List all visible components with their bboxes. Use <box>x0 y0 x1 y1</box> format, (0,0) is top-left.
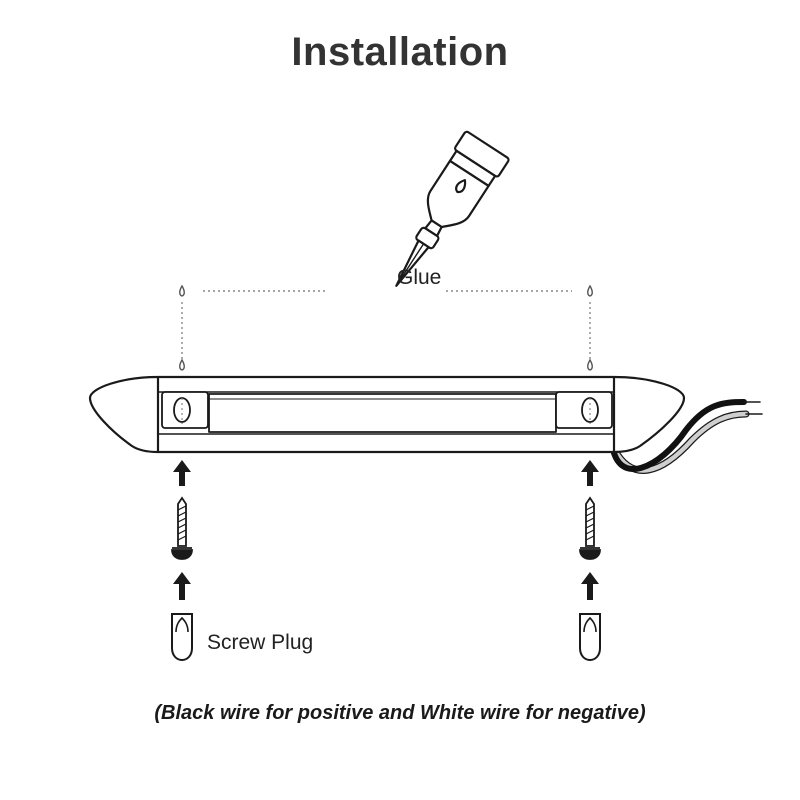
page-title: Installation <box>291 30 509 74</box>
glue-label: Glue <box>397 266 441 289</box>
screw-mount-right <box>555 391 613 429</box>
arrow-up-icon <box>173 572 191 600</box>
screw-icon <box>171 496 193 560</box>
arrow-up-icon <box>581 460 599 486</box>
arrow-up-icon <box>173 460 191 486</box>
wires <box>606 399 763 474</box>
screw-plug-label: Screw Plug <box>207 631 313 654</box>
wire-polarity-note: (Black wire for positive and White wire … <box>154 702 646 724</box>
glue-bottle-icon <box>395 130 510 287</box>
glue-drop-icons <box>179 284 593 371</box>
screw-mount-left <box>161 391 209 429</box>
screw-plug-icon <box>579 613 601 662</box>
light-fixture <box>88 375 686 454</box>
arrow-up-icon <box>581 572 599 600</box>
screw-plug-icon <box>171 613 193 662</box>
black-wire <box>609 399 747 472</box>
screw-icon <box>579 496 601 560</box>
